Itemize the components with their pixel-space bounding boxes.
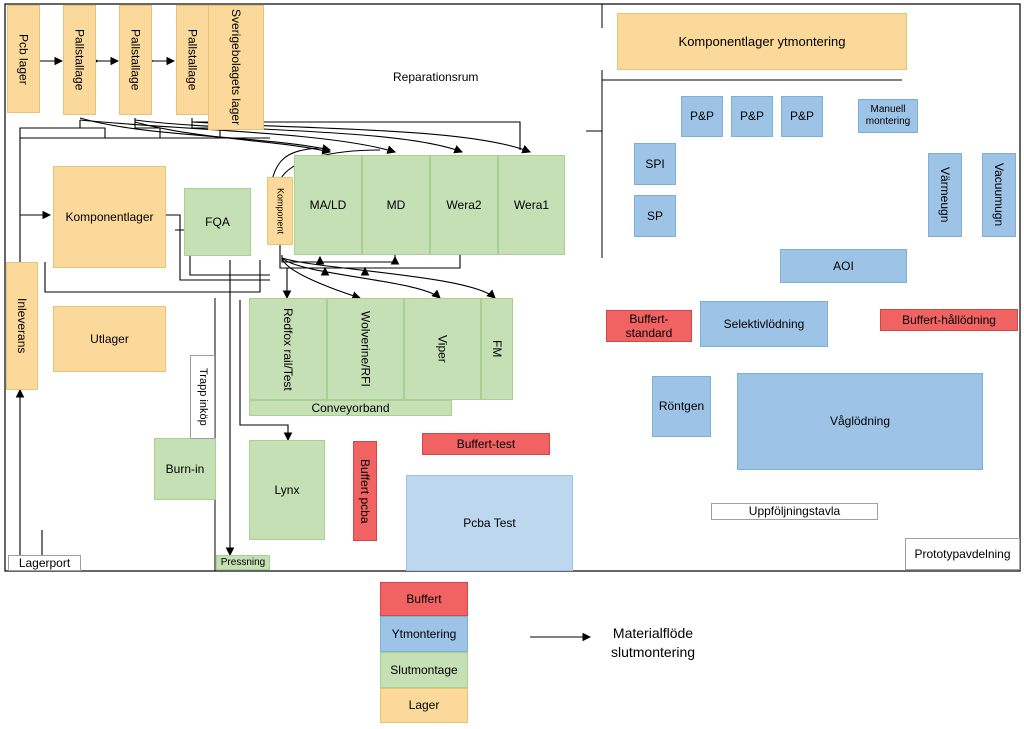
spi-label: SPI	[645, 156, 665, 171]
buffert-test: Buffert-test	[422, 433, 550, 455]
pcb-lager: Pcb lager	[7, 5, 40, 113]
lagerport-label: Lagerport	[18, 555, 71, 570]
sverigebolagets-lager: Sverigebolagets lager	[208, 5, 264, 130]
fqa: FQA	[184, 188, 251, 256]
varmeugn: Värmeugn	[928, 153, 962, 237]
conveyorband: Conveyorband	[249, 400, 452, 416]
legend-lager: Lager	[380, 688, 468, 723]
wera1: Wera1	[498, 155, 565, 255]
legend-lager-label: Lager	[408, 698, 440, 713]
fqa-label: FQA	[205, 214, 230, 229]
inleverans-label: Inleverans	[15, 298, 30, 354]
uppfoljningstavla-label: Uppföljningstavla	[748, 504, 841, 519]
sp: SP	[634, 195, 676, 237]
legend-buffert: Buffert	[380, 582, 468, 616]
pallstallage-3: Pallstallage	[176, 5, 209, 115]
utlager: Utlager	[53, 306, 166, 372]
viper-label: Viper	[435, 335, 450, 363]
buffert-standard-label: Buffert-standard	[625, 311, 673, 340]
legend-buffert-label: Buffert	[406, 591, 442, 606]
lagerport: Lagerport	[8, 555, 81, 571]
pp-2-label: P&P	[739, 109, 764, 124]
selektivlodning-label: Selektivlödning	[723, 316, 805, 331]
pcba-test: Pcba Test	[406, 475, 573, 571]
sp-label: SP	[646, 208, 663, 223]
sverigebolagets-lager-label: Sverigebolagets lager	[229, 9, 244, 126]
pallstallage-2: Pallstallage	[119, 5, 152, 115]
prototypavdelning: Prototypavdelning	[905, 538, 1020, 570]
md: MD	[362, 155, 430, 255]
buffert-hallodning: Buffert-hållödning	[880, 309, 1018, 331]
komponent-label: Komponent	[275, 187, 286, 235]
wera2-label: Wera2	[446, 197, 482, 212]
burn-in-label: Burn-in	[165, 461, 205, 476]
vacuumugn: Vacuumugn	[982, 153, 1016, 237]
fm-label: FM	[490, 340, 505, 358]
buffert-hallodning-label: Buffert-hållödning	[902, 312, 996, 327]
pallstallage-1-label: Pallstallage	[72, 29, 87, 91]
pcba-test-label: Pcba Test	[463, 515, 516, 530]
rontgen-label: Röntgen	[658, 399, 705, 414]
aoi-label: AOI	[833, 258, 854, 273]
pallstallage-3-label: Pallstallage	[185, 29, 200, 91]
wera1-label: Wera1	[513, 197, 550, 212]
legend-ytmontering: Ytmontering	[380, 616, 468, 652]
utlager-label: Utlager	[90, 331, 129, 346]
wolverine-label: Wolverine/RFI	[358, 311, 373, 387]
legend-ytmontering-label: Ytmontering	[391, 626, 457, 641]
legend-slutmontage: Slutmontage	[380, 652, 468, 688]
buffert-pcba: Buffert pcba	[353, 441, 377, 541]
komponentlager-ytmontering-label: Komponentlager ytmontering	[678, 33, 846, 49]
buffert-test-label: Buffert-test	[456, 436, 516, 451]
spi: SPI	[634, 143, 676, 185]
vaglodning: Våglödning	[737, 373, 983, 470]
pallstallage-1: Pallstallage	[63, 5, 96, 115]
wolverine-rfi: Wolverine/RFI	[327, 298, 404, 400]
pallstallage-2-label: Pallstallage	[128, 29, 143, 91]
conveyorband-label: Conveyorband	[311, 400, 390, 415]
komponentlager: Komponentlager	[53, 166, 166, 268]
pressning-label: Pressning	[220, 556, 266, 568]
aoi: AOI	[780, 249, 907, 283]
reparationsrum-label: Reparationsrum	[393, 70, 479, 84]
pressning: Pressning	[216, 555, 270, 570]
pp-3-label: P&P	[789, 109, 814, 124]
komponent: Komponent	[267, 177, 293, 245]
md-label: MD	[386, 197, 406, 212]
legend-arrow-label: Materialflöde slutmontering	[610, 625, 696, 660]
prototypavdelning-label: Prototypavdelning	[914, 546, 1011, 561]
legend-slutmontage-label: Slutmontage	[390, 662, 458, 677]
lynx-label: Lynx	[274, 482, 300, 497]
komponentlager-label: Komponentlager	[65, 209, 154, 224]
manuell-montering-label: Manuell montering	[865, 104, 911, 127]
trapp-inkop-label: Trapp inköp	[197, 368, 210, 426]
wera2: Wera2	[430, 155, 498, 255]
fm: FM	[481, 298, 513, 400]
redfox-label: Redfox rail/Test	[281, 307, 296, 391]
manuell-montering: Manuell montering	[858, 99, 918, 133]
vaglodning-label: Våglödning	[829, 414, 891, 429]
inleverans: Inleverans	[6, 262, 38, 390]
trapp-inkop: Trapp inköp	[190, 355, 215, 439]
pp-3: P&P	[781, 96, 823, 137]
pp-2: P&P	[731, 96, 773, 137]
pp-1: P&P	[681, 96, 723, 137]
lynx: Lynx	[249, 440, 325, 540]
viper: Viper	[404, 298, 481, 400]
vacuumugn-label: Vacuumugn	[992, 163, 1007, 227]
ma-ld: MA/LD	[294, 155, 362, 255]
pp-1-label: P&P	[689, 109, 714, 124]
komponentlager-ytmontering: Komponentlager ytmontering	[617, 13, 907, 70]
uppfoljningstavla: Uppföljningstavla	[711, 503, 878, 520]
buffert-pcba-label: Buffert pcba	[358, 458, 373, 524]
redfox-rail-test: Redfox rail/Test	[249, 298, 327, 400]
buffert-standard: Buffert-standard	[606, 310, 692, 342]
selektivlodning: Selektivlödning	[700, 301, 828, 347]
varmeugn-label: Värmeugn	[938, 167, 953, 223]
pcb-lager-label: Pcb lager	[16, 33, 31, 85]
rontgen: Röntgen	[652, 376, 711, 437]
ma-ld-label: MA/LD	[309, 197, 347, 212]
burn-in: Burn-in	[154, 438, 216, 500]
